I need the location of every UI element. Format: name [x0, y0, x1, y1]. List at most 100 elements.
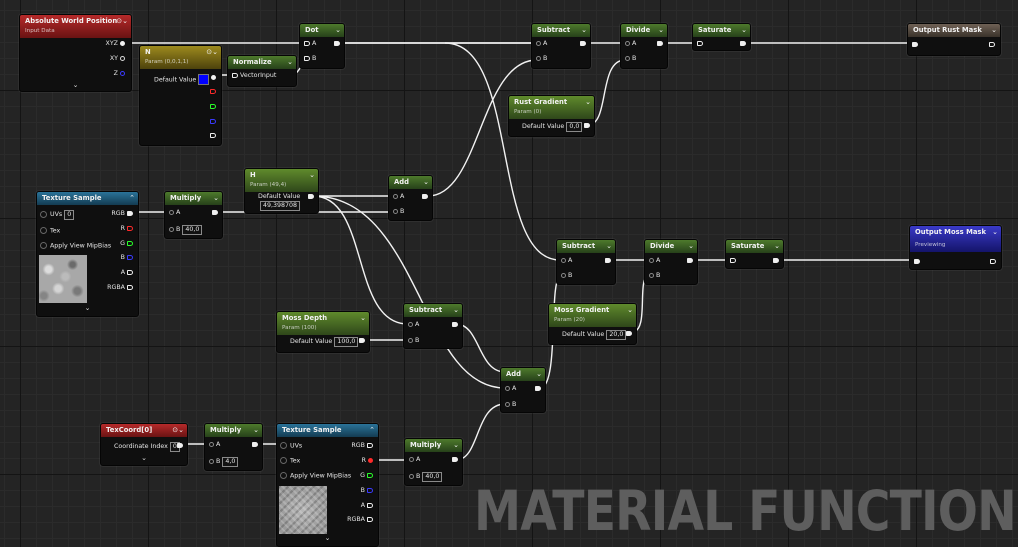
input-pin-icon[interactable]	[649, 272, 654, 278]
input-pin-icon[interactable]	[280, 457, 287, 464]
node-header[interactable]: Texture Sample ⌃	[37, 192, 138, 205]
node-output-rust-mask[interactable]: Output Rust Mask ⌄	[907, 23, 1001, 56]
pin-a[interactable]: A	[647, 257, 660, 265]
input-pin-icon[interactable]	[914, 258, 920, 264]
output-pin-icon[interactable]	[605, 257, 611, 263]
pin-rgb[interactable]: RGB	[351, 442, 375, 450]
node-subtract-low[interactable]: Subtract ⌄ A B	[403, 303, 463, 349]
value-field[interactable]: 0	[64, 210, 75, 220]
pin-b[interactable]: B	[647, 272, 660, 280]
output-pin-a[interactable]	[208, 132, 218, 140]
input-pin-icon[interactable]	[169, 209, 174, 215]
pin-xy[interactable]: XY	[110, 55, 127, 63]
node-subtract-top[interactable]: Subtract ⌄ A B	[531, 23, 591, 69]
pin-g[interactable]: G	[360, 472, 375, 480]
value-field[interactable]: 40,0	[182, 225, 203, 235]
collapse-icon[interactable]: ⊙⌄	[172, 426, 184, 434]
output-pin-icon[interactable]	[367, 487, 373, 493]
output-pin-icon[interactable]	[120, 70, 125, 76]
chevron-down-icon[interactable]: ⌄	[84, 304, 91, 312]
node-subtract-mid[interactable]: Subtract ⌄ A B	[556, 239, 616, 285]
node-header[interactable]: Output Moss Mask Previewing ⌄	[910, 226, 1001, 252]
pin-a[interactable]: A	[391, 193, 404, 201]
collapse-icon[interactable]: ⌄	[581, 26, 587, 34]
input-pin-icon[interactable]	[280, 472, 287, 479]
output-pin[interactable]	[357, 337, 367, 345]
pin-rgba[interactable]: RGBA	[107, 284, 135, 292]
node-header[interactable]: Divide ⌄	[645, 240, 697, 253]
color-swatch[interactable]	[198, 74, 210, 85]
pin-uvs[interactable]: UVs	[280, 442, 302, 451]
input-pin-icon[interactable]	[232, 72, 238, 78]
collapse-icon[interactable]: ⌄	[423, 178, 429, 186]
output-pin[interactable]	[624, 330, 634, 338]
pin-tex[interactable]: Tex	[280, 457, 300, 466]
node-divide-top[interactable]: Divide ⌄ A B	[620, 23, 668, 69]
output-pin-icon[interactable]	[367, 442, 373, 448]
output-pin-icon[interactable]	[367, 516, 373, 522]
input-pin-icon[interactable]	[408, 321, 413, 327]
input-pin-icon[interactable]	[561, 272, 566, 278]
node-header[interactable]: Multiply ⌄	[165, 192, 222, 205]
node-header[interactable]: Subtract ⌄	[404, 304, 462, 317]
output-pin[interactable]	[332, 40, 342, 48]
output-pin-icon[interactable]	[359, 337, 365, 343]
node-multiply-1[interactable]: Multiply ⌄ A B 40,0	[164, 191, 223, 239]
output-pin[interactable]	[578, 40, 588, 48]
pin-b[interactable]: B	[121, 254, 135, 262]
pin-b[interactable]: B	[534, 55, 547, 63]
node-h-param[interactable]: H Param (49,4) ⌄ Default Value 49,398708	[244, 168, 319, 214]
node-add-top[interactable]: Add ⌄ A B	[388, 175, 433, 221]
output-pin[interactable]	[582, 122, 592, 130]
output-pin-icon[interactable]	[367, 502, 373, 508]
node-header[interactable]: Subtract ⌄	[532, 24, 590, 37]
output-pin[interactable]	[603, 257, 613, 265]
input-pin-icon[interactable]	[40, 210, 47, 218]
collapse-icon[interactable]: ⌄	[453, 441, 459, 449]
pin-a[interactable]: A	[361, 502, 375, 510]
pin-b[interactable]: B 40,0	[167, 225, 203, 235]
input-pin[interactable]	[910, 41, 920, 49]
pin-a[interactable]: A	[207, 441, 220, 449]
node-header[interactable]: Rust Gradient Param (0) ⌄	[509, 96, 594, 119]
collapse-icon[interactable]: ⌄	[360, 314, 366, 322]
collapse-icon[interactable]: ⌄	[253, 426, 259, 434]
pin-b[interactable]: B	[361, 487, 375, 495]
output-pin-icon[interactable]	[120, 55, 125, 61]
chevron-down-icon[interactable]: ⌄	[141, 454, 147, 462]
value-field[interactable]: 100,0	[334, 337, 359, 347]
output-pin[interactable]	[771, 257, 781, 265]
node-saturate-mid[interactable]: Saturate ⌄	[725, 239, 784, 269]
output-pin[interactable]	[685, 257, 695, 265]
node-header[interactable]: Moss Depth Param (100) ⌄	[277, 312, 369, 335]
collapse-icon[interactable]: ⌃	[129, 194, 135, 202]
output-pin[interactable]	[450, 321, 460, 329]
pin-a[interactable]: A	[121, 269, 135, 277]
input-pin-icon[interactable]	[409, 456, 414, 462]
output-pin-icon[interactable]	[127, 225, 133, 231]
node-saturate-top[interactable]: Saturate ⌄	[692, 23, 751, 51]
output-pin-icon[interactable]	[367, 472, 373, 478]
input-pin-icon[interactable]	[280, 442, 287, 449]
node-header[interactable]: Output Rust Mask ⌄	[908, 24, 1000, 37]
pin-uvs[interactable]: UVs 0	[40, 210, 75, 220]
pin-b[interactable]: B	[391, 208, 404, 216]
pin-mipbias[interactable]: Apply View MipBias	[280, 472, 351, 481]
pin-b[interactable]: B	[406, 337, 419, 345]
node-output-moss-mask[interactable]: Output Moss Mask Previewing ⌄	[909, 225, 1002, 270]
input-pin-icon[interactable]	[536, 40, 541, 46]
output-pin[interactable]	[738, 40, 748, 48]
preview-circle-icon[interactable]	[988, 258, 998, 266]
collapse-icon[interactable]: ⌄	[688, 242, 694, 250]
pin-a[interactable]: A	[559, 257, 572, 265]
pin-b[interactable]: B	[503, 401, 516, 409]
output-pin-icon[interactable]	[657, 40, 663, 46]
node-header[interactable]: Dot ⌄	[300, 24, 344, 37]
output-pin-icon[interactable]	[626, 330, 632, 336]
output-pin-icon[interactable]	[127, 269, 133, 275]
node-header[interactable]: Texture Sample ⌃	[277, 424, 378, 437]
preview-circle-icon[interactable]	[987, 41, 997, 49]
input-pin-icon[interactable]	[169, 226, 174, 232]
output-pin-r[interactable]	[208, 88, 218, 96]
node-header[interactable]: H Param (49,4) ⌄	[245, 169, 318, 192]
